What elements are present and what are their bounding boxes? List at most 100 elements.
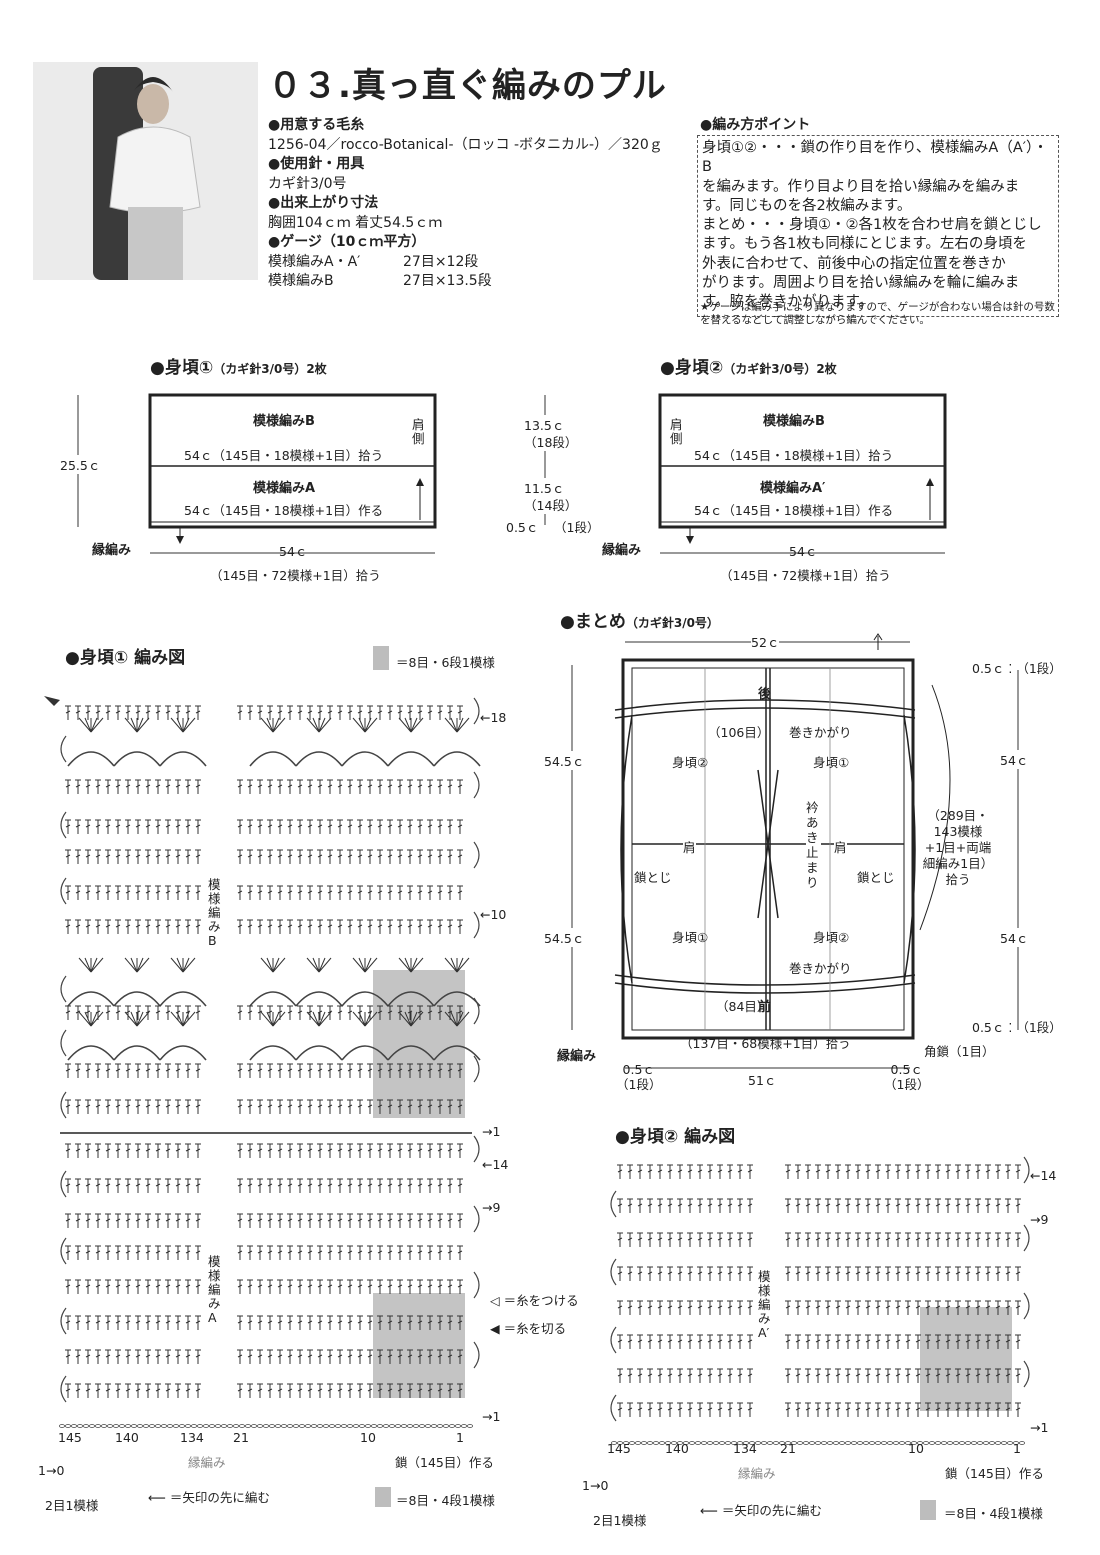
stitch-symbol	[257, 1245, 263, 1260]
stitch-symbol	[317, 705, 323, 720]
chain-symbol	[790, 1441, 797, 1445]
stitch-symbol	[195, 1063, 201, 1078]
stitch-symbol	[257, 1349, 263, 1364]
stitch-symbol	[447, 1279, 453, 1294]
body2-make-label: 54ｃ（145目・18模様+1目）作る	[694, 503, 894, 518]
chain-symbol	[683, 1441, 690, 1445]
stitch-symbol	[915, 1402, 921, 1417]
chain-symbol	[202, 1424, 209, 1428]
stitch-symbol	[297, 705, 303, 720]
fan-symbol	[364, 957, 372, 973]
stitch-symbol	[357, 779, 363, 794]
dim-c: 0.5ｃ	[506, 517, 539, 536]
stitch-symbol	[145, 1099, 151, 1114]
stitch-symbol	[317, 849, 323, 864]
stitch-symbol	[865, 1300, 871, 1315]
stitch-symbol	[237, 1063, 243, 1078]
stitch-symbol	[75, 1383, 81, 1398]
stitch-symbol	[337, 1245, 343, 1260]
stitch-symbol	[267, 1279, 273, 1294]
stitch-symbol	[367, 1315, 373, 1330]
stitch-symbol	[65, 849, 71, 864]
stitch-symbol	[85, 1178, 91, 1193]
chart2-start: 1→0	[582, 1478, 608, 1493]
stitch-symbol	[257, 1005, 263, 1020]
stitch-symbol	[785, 1300, 791, 1315]
stitch-symbol	[347, 1143, 353, 1158]
stitch-symbol	[105, 1383, 111, 1398]
bottom-left-dim: 0.5ｃ （1段）	[616, 1062, 661, 1092]
chart1-edge: 縁編み	[188, 1455, 226, 1470]
stitch-symbol	[845, 1232, 851, 1247]
stitch-symbol	[125, 1315, 131, 1330]
stitch-symbol	[105, 919, 111, 934]
stitch-num: 10	[908, 1441, 924, 1456]
stitch-symbol	[707, 1164, 713, 1179]
stitch-symbol	[65, 919, 71, 934]
right-small-bottom: 0.5ｃ ⁚ （1段）	[972, 1020, 1062, 1035]
chain-symbol	[904, 1441, 911, 1445]
arch-symbol	[113, 991, 161, 1007]
stitch-symbol	[327, 1383, 333, 1398]
arch-symbol	[249, 991, 297, 1007]
stitch-symbol	[297, 1279, 303, 1294]
stitch-symbol	[457, 919, 463, 934]
stitch-symbol	[427, 1245, 433, 1260]
stitch-symbol	[195, 1213, 201, 1228]
chart2-grid	[610, 1156, 1030, 1445]
stitch-symbol	[135, 919, 141, 934]
stitch-symbol	[357, 885, 363, 900]
chain-symbol	[310, 1424, 317, 1428]
turning-chain	[60, 735, 67, 763]
stitch-symbol	[407, 819, 413, 834]
stitch-symbol	[865, 1402, 871, 1417]
stitch-symbol	[145, 1279, 151, 1294]
stitch-symbol	[357, 819, 363, 834]
stitch-symbol	[135, 819, 141, 834]
stitch-symbol	[397, 819, 403, 834]
body2-pattern-a: 模様編みA′	[760, 481, 826, 496]
body2-width-pick: （145目・72模様+1目）拾う	[720, 568, 891, 583]
stitch-symbol	[397, 1383, 403, 1398]
stitch-symbol	[247, 1315, 253, 1330]
yarn-start-mark	[44, 696, 60, 706]
stitch-symbol	[247, 705, 253, 720]
stitch-symbol	[945, 1300, 951, 1315]
chain-symbol	[358, 1424, 365, 1428]
attach-text: ＝糸をつける	[503, 1293, 579, 1308]
chain-symbol	[892, 1441, 899, 1445]
stitch-symbol	[377, 1349, 383, 1364]
stitch-symbol	[657, 1232, 663, 1247]
fan-symbol	[182, 957, 190, 973]
stitch-symbol	[307, 1315, 313, 1330]
turning-chain	[60, 975, 67, 1003]
turning-chain	[60, 1375, 67, 1403]
stitch-symbol	[387, 1005, 393, 1020]
stitch-symbol	[267, 919, 273, 934]
stitch-symbol	[457, 1099, 463, 1114]
chain-symbol	[83, 1424, 90, 1428]
stitch-symbol	[165, 919, 171, 934]
stitch-symbol	[115, 705, 121, 720]
stitch-symbol	[257, 1063, 263, 1078]
stitch-symbol	[387, 1178, 393, 1193]
stitch-symbol	[175, 1349, 181, 1364]
stitch-symbol	[237, 705, 243, 720]
stitch-symbol	[65, 885, 71, 900]
stitch-symbol	[247, 1143, 253, 1158]
stitch-symbol	[855, 1402, 861, 1417]
stitch-num: 140	[115, 1430, 139, 1445]
repeat-highlight	[373, 1293, 465, 1398]
stitch-symbol	[75, 1099, 81, 1114]
fan-symbol	[124, 1011, 138, 1027]
fan-symbol	[444, 717, 458, 733]
stitch-symbol	[657, 1334, 663, 1349]
chart2-repeat: 2目1模様	[593, 1513, 647, 1528]
stitch-num: 145	[607, 1441, 631, 1456]
stitch-symbol	[697, 1368, 703, 1383]
stitch-symbol	[337, 885, 343, 900]
stitch-symbol	[935, 1368, 941, 1383]
assembly-heading: ●まとめ（カギ針3/0号）	[560, 607, 719, 632]
stitch-symbol	[737, 1300, 743, 1315]
side-pick-line: （289目・	[927, 808, 989, 823]
